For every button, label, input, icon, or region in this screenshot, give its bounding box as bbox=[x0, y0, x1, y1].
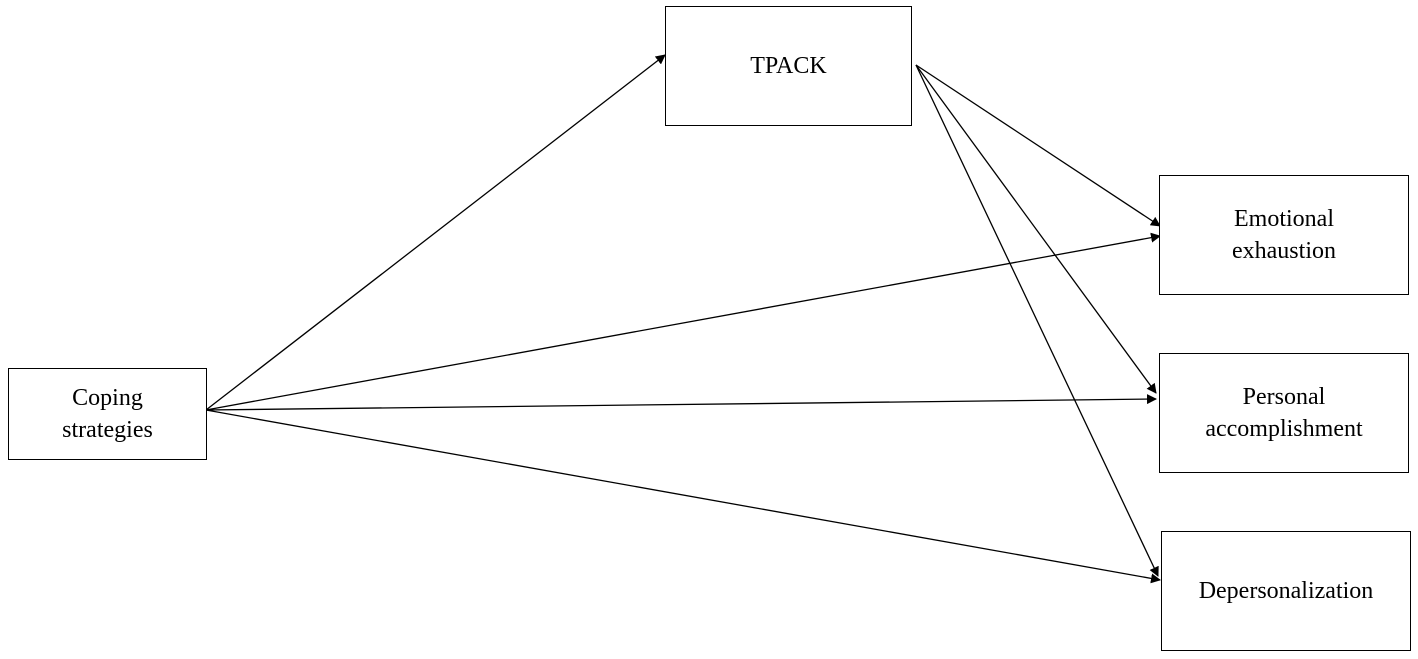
tpack-label: TPACK bbox=[750, 53, 827, 79]
arrow-tpack-to-emotional bbox=[915, 64, 1161, 227]
arrow-tpack-to-personal bbox=[915, 64, 1157, 394]
emotional-exhaustion-label: Emotional exhaustion bbox=[1232, 206, 1336, 264]
tpack-box: TPACK bbox=[665, 6, 912, 126]
arrow-coping-to-depersonalization bbox=[205, 409, 1161, 584]
personal-accomplishment-box: Personal accomplishment bbox=[1159, 353, 1409, 473]
arrow-coping-to-personal bbox=[205, 394, 1157, 411]
coping-strategies-label: Coping strategies bbox=[62, 385, 153, 443]
depersonalization-label: Depersonalization bbox=[1198, 578, 1374, 604]
depersonalization-box: Depersonalization bbox=[1161, 531, 1411, 651]
arrow-tpack-to-depersonalization bbox=[915, 64, 1159, 577]
coping-strategies-box: Coping strategies bbox=[8, 368, 207, 460]
emotional-exhaustion-box: Emotional exhaustion bbox=[1159, 175, 1409, 295]
personal-accomplishment-label: Personal accomplishment bbox=[1205, 384, 1363, 442]
arrow-coping-to-tpack bbox=[205, 54, 666, 411]
arrow-coping-to-emotional bbox=[205, 232, 1161, 411]
